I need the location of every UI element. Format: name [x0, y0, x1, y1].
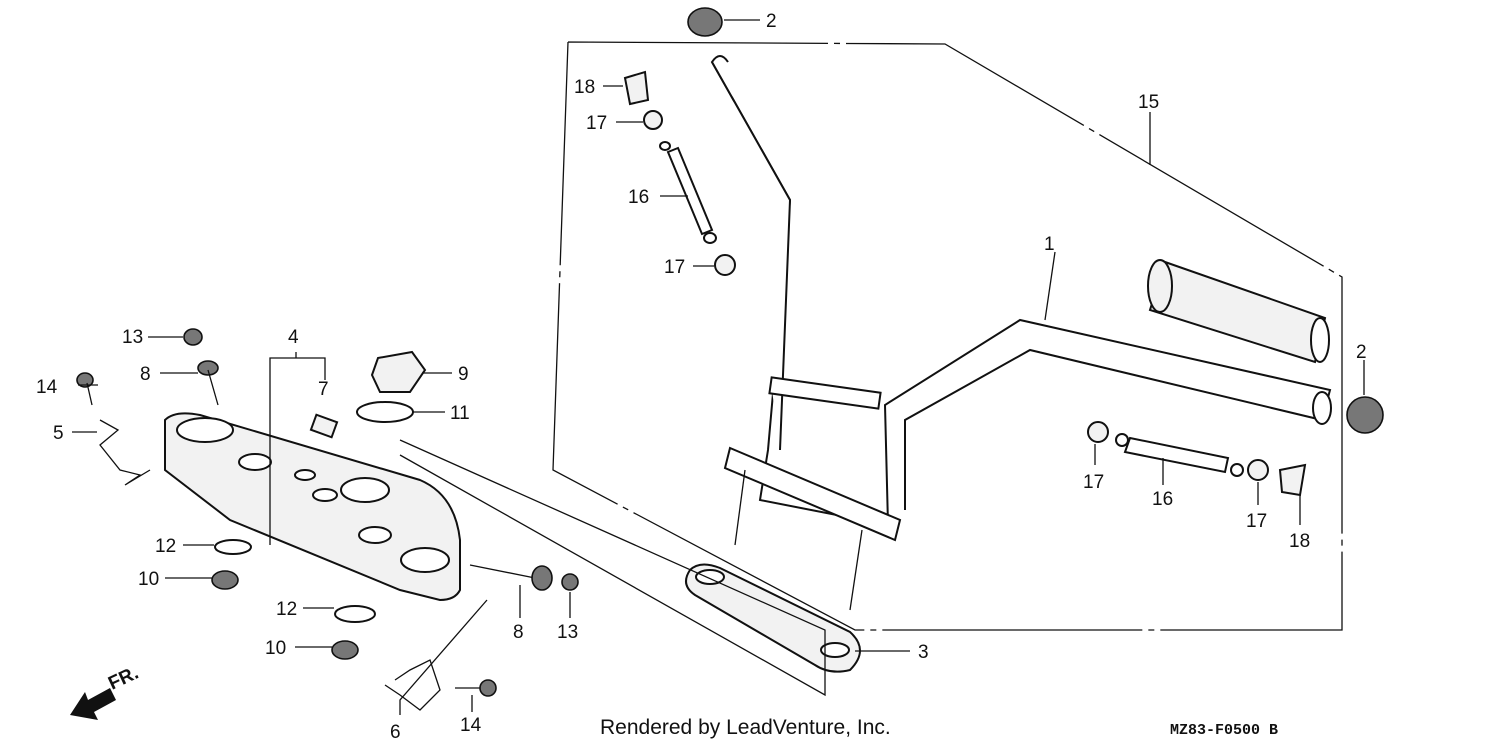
- callout-10-bottom: 10: [265, 638, 286, 659]
- nut-lower: [331, 640, 359, 660]
- washer-lower: [334, 605, 376, 623]
- bolt-bottom: [455, 679, 497, 697]
- bolt-left: [76, 372, 94, 406]
- callout-17-right-2: 17: [1246, 511, 1267, 532]
- rubber-top-2: [714, 254, 736, 276]
- callout-17-right-1: 17: [1083, 472, 1104, 493]
- bar-end-cap-top: [687, 7, 723, 37]
- wire-clamp-left: [99, 419, 151, 486]
- callout-12-bottom: 12: [276, 599, 297, 620]
- cap-nut-lower: [561, 573, 579, 591]
- washer-large: [356, 401, 414, 423]
- top-bridge: [164, 412, 461, 602]
- callout-2-top: 2: [766, 11, 777, 32]
- handlebar: [710, 55, 1332, 611]
- callout-2-right: 2: [1356, 342, 1367, 363]
- callout-11: 11: [450, 403, 470, 424]
- stopper-clip-right: [1278, 463, 1307, 497]
- bar-end-cap-right: [1346, 396, 1384, 434]
- callout-4: 4: [288, 327, 299, 348]
- callout-13-top: 13: [122, 327, 143, 348]
- washer-upper: [214, 539, 252, 555]
- callout-7: 7: [318, 379, 329, 400]
- wire-clamp-bottom: [384, 659, 441, 711]
- callout-6: 6: [390, 722, 401, 743]
- nut-upper: [211, 570, 239, 590]
- callout-17-top-2: 17: [664, 257, 685, 278]
- front-direction-marker: FR.: [70, 663, 142, 720]
- callout-5: 5: [53, 423, 64, 444]
- callout-8-bottom: 8: [513, 622, 524, 643]
- callout-17-top-1: 17: [586, 113, 607, 134]
- callout-15: 15: [1138, 92, 1159, 113]
- callout-8-top: 8: [140, 364, 151, 385]
- balancer-rod-right: [1115, 433, 1244, 477]
- callout-9: 9: [458, 364, 469, 385]
- diagram-code: MZ83-F0500 B: [1170, 722, 1279, 739]
- callout-3: 3: [918, 642, 929, 663]
- clip: [309, 413, 339, 439]
- callout-16-top: 16: [628, 187, 649, 208]
- callout-14-left: 14: [36, 377, 58, 398]
- callout-16-right: 16: [1152, 489, 1173, 510]
- callout-18-top: 18: [574, 77, 595, 98]
- steering-stem-nut: [370, 350, 427, 393]
- callout-10-top: 10: [138, 569, 159, 590]
- rubber-right-2: [1247, 459, 1269, 481]
- callout-13-bottom: 13: [557, 622, 578, 643]
- stem-bolt-upper: [197, 360, 219, 406]
- assembly-outline: [552, 41, 1343, 631]
- stopper-clip-top: [623, 70, 650, 106]
- callout-1: 1: [1044, 234, 1055, 255]
- stem-bolt-lower: [469, 564, 553, 591]
- grip: [1147, 259, 1330, 364]
- callout-14-bottom: 14: [460, 715, 482, 736]
- leader-lines: [72, 19, 1365, 715]
- rubber-top-1: [643, 110, 663, 130]
- render-credit: Rendered by LeadVenture, Inc.: [600, 716, 891, 739]
- cap-nut-upper: [183, 328, 203, 346]
- callout-12-top: 12: [155, 536, 176, 557]
- callout-18-right: 18: [1289, 531, 1310, 552]
- handlebar-lower-holder: [685, 563, 861, 673]
- balancer-rod-top: [659, 141, 717, 244]
- rubber-right-1: [1087, 421, 1109, 443]
